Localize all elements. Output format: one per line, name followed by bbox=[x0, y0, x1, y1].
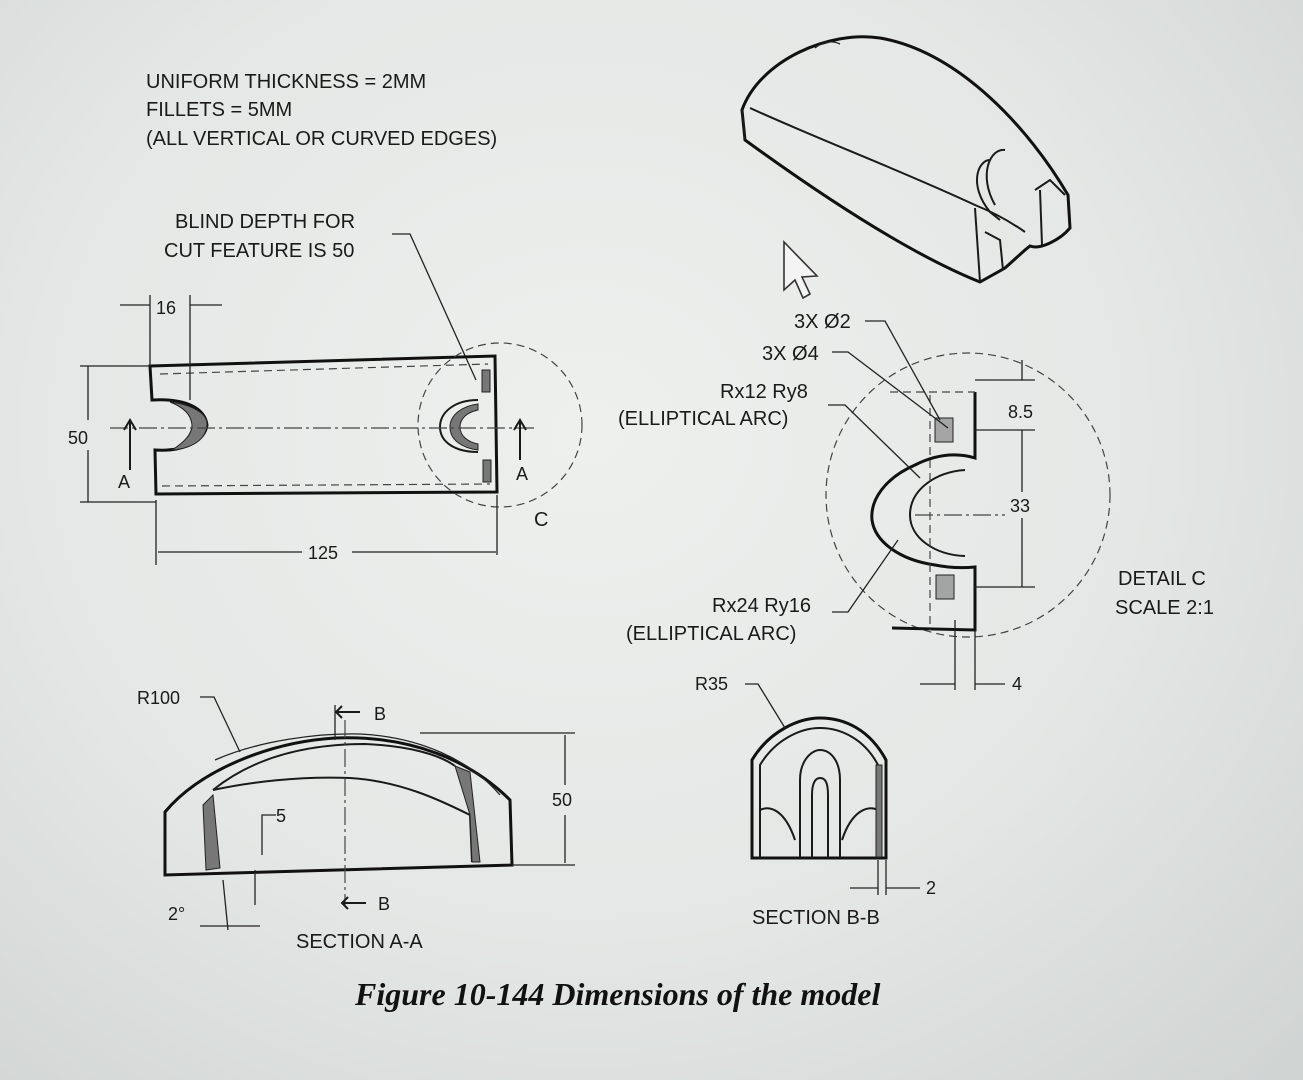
note-thickness: UNIFORM THICKNESS = 2MM bbox=[146, 71, 426, 93]
radius-r35: R35 bbox=[695, 674, 728, 694]
dim-4: 4 bbox=[1012, 674, 1022, 694]
section-bb-title: SECTION B-B bbox=[752, 907, 880, 929]
dim-8-5: 8.5 bbox=[1008, 402, 1033, 422]
section-a-label-right: A bbox=[516, 464, 528, 484]
detail-c-title: DETAIL C bbox=[1118, 568, 1206, 590]
ellipse-large-label-1: Rx24 Ry16 bbox=[712, 595, 811, 617]
dim-50-section: 50 bbox=[552, 790, 572, 810]
blind-depth-leader bbox=[392, 233, 477, 381]
section-aa-title: SECTION A-A bbox=[296, 931, 423, 953]
detail-c-view: 3X Ø2 3X Ø4 Rx12 Ry8 (ELLIPTICAL ARC) Rx… bbox=[618, 311, 1214, 694]
figure-caption: Figure 10-144 Dimensions of the model bbox=[354, 976, 880, 1012]
section-a-label-left: A bbox=[118, 472, 130, 492]
isometric-view bbox=[740, 35, 1072, 284]
section-cut-b-bottom: B bbox=[378, 894, 390, 914]
ellipse-small-label-2: (ELLIPTICAL ARC) bbox=[618, 408, 788, 430]
dim-2-deg: 2° bbox=[168, 904, 185, 924]
hole-large-label: 3X Ø4 bbox=[762, 343, 819, 365]
top-view: C A A 16 50 125 bbox=[68, 295, 583, 565]
dim-125: 125 bbox=[308, 543, 338, 563]
detail-c-callout: C bbox=[534, 509, 548, 531]
section-cut-b-top: B bbox=[374, 704, 386, 724]
dim-16: 16 bbox=[156, 298, 176, 318]
mouse-cursor-icon bbox=[783, 240, 819, 300]
general-notes: UNIFORM THICKNESS = 2MM FILLETS = 5MM (A… bbox=[146, 71, 497, 150]
detail-c-scale: SCALE 2:1 bbox=[1115, 597, 1214, 619]
section-aa-view: B B R100 5 50 2° SECTION A-A bbox=[137, 688, 575, 953]
hole-small-label: 3X Ø2 bbox=[794, 311, 851, 333]
blind-depth-line1: BLIND DEPTH FOR bbox=[175, 211, 355, 233]
dim-2-wall: 2 bbox=[926, 878, 936, 898]
note-fillets: FILLETS = 5MM bbox=[146, 99, 292, 121]
radius-r100: R100 bbox=[137, 688, 180, 708]
blind-depth-line2: CUT FEATURE IS 50 bbox=[164, 240, 354, 262]
ellipse-large-label-2: (ELLIPTICAL ARC) bbox=[626, 623, 796, 645]
ellipse-small-label-1: Rx12 Ry8 bbox=[720, 381, 808, 403]
dim-5: 5 bbox=[276, 806, 286, 826]
dim-33: 33 bbox=[1010, 496, 1030, 516]
dim-50-top: 50 bbox=[68, 428, 88, 448]
section-bb-view: R35 2 SECTION B-B bbox=[695, 674, 936, 929]
note-edges: (ALL VERTICAL OR CURVED EDGES) bbox=[146, 128, 497, 150]
blind-depth-note: BLIND DEPTH FOR CUT FEATURE IS 50 bbox=[164, 211, 477, 381]
